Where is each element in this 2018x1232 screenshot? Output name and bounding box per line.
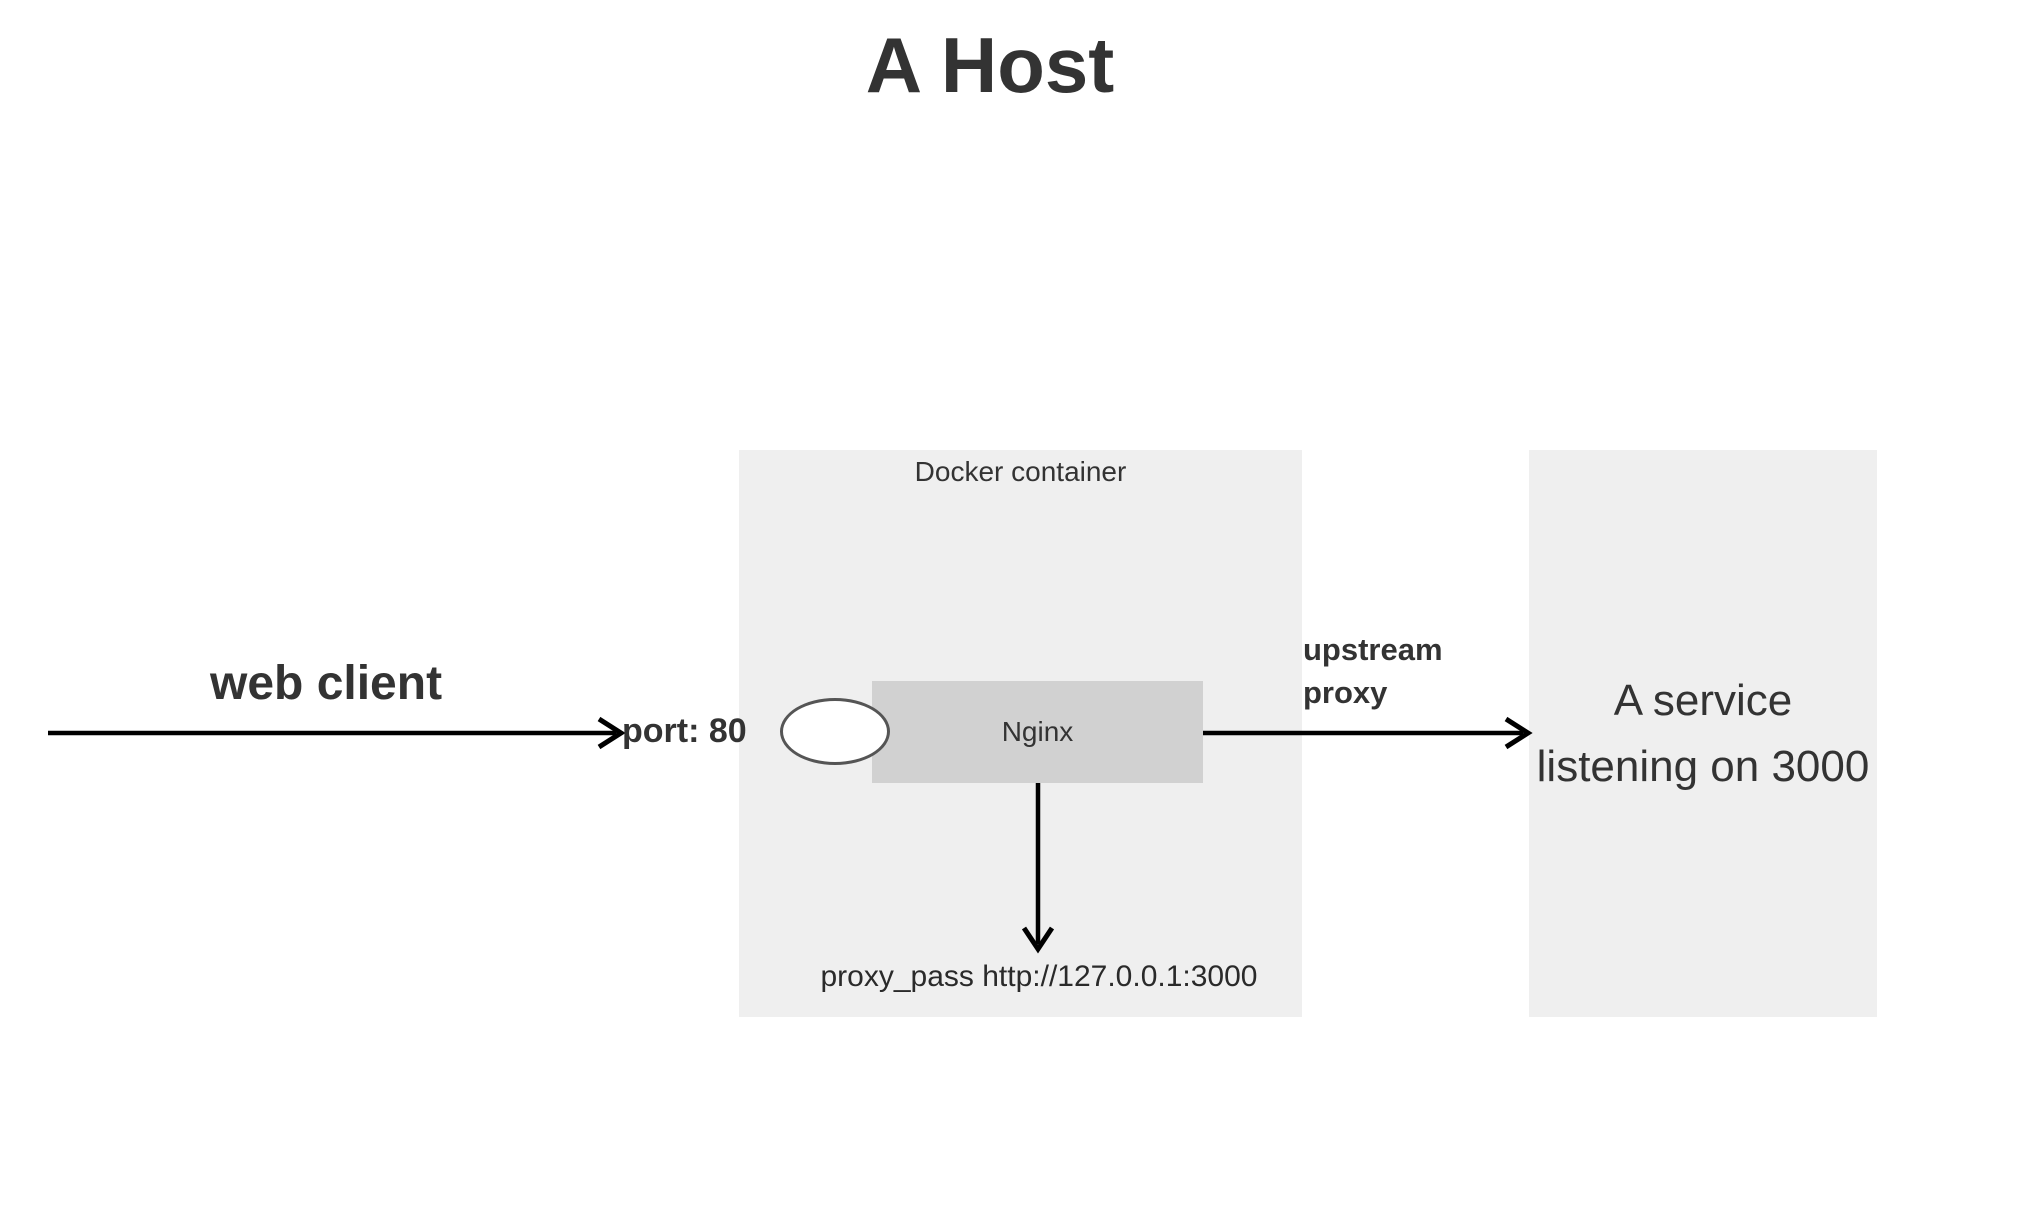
docker-container-label: Docker container [914, 456, 1127, 487]
port-ellipse-icon [780, 698, 890, 765]
diagram-title: A Host [865, 21, 1115, 109]
upstream-proxy-label: upstream proxy [1303, 632, 1443, 710]
port-80-label: port: 80 [622, 712, 747, 750]
nginx-box: Nginx [872, 681, 1203, 783]
nginx-label: Nginx [1001, 716, 1074, 747]
web-client-label: web client [210, 657, 443, 710]
upstream-proxy-arrowhead-icon [1504, 716, 1533, 750]
web-client-arrowhead-icon [597, 716, 626, 750]
service-label: A service listening on 3000 [1536, 675, 1870, 791]
service-box: A service listening on 3000 [1529, 450, 1877, 1017]
proxy-pass-label: proxy_pass http://127.0.0.1:3000 [820, 960, 1258, 993]
